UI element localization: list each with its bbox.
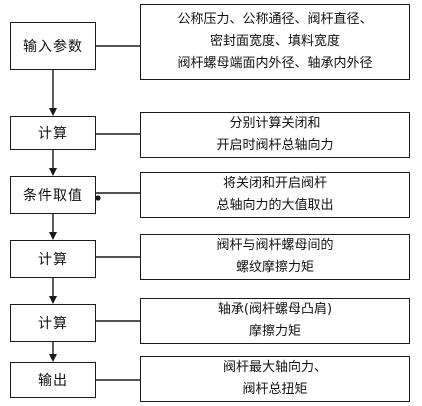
step-box-calc-axial-force: 计算 [10,116,96,150]
description-box-output: 阀杆最大轴向力、 阀杆总扭矩 [140,356,410,402]
description-line: 公称压力、公称通径、阀杆直径、 [177,12,373,27]
description-box-calc-thread-torque: 阀杆与阀杆螺母间的 螺纹摩擦力矩 [140,234,410,280]
description-line: 螺纹摩擦力矩 [235,260,314,275]
step-box-output: 输出 [10,362,96,398]
description-line: 开启时阀杆总轴向力 [216,138,334,153]
description-line: 阀杆最大轴向力、 [222,360,327,375]
step-box-calc-bearing-torque: 计算 [10,304,96,342]
description-box-calc-axial-force: 分别计算关闭和 开启时阀杆总轴向力 [140,112,410,158]
description-line: 分别计算关闭和 [229,116,321,131]
description-line: 阀杆与阀杆螺母间的 [216,238,334,253]
step-box-input-params: 输入参数 [10,22,96,70]
description-line: 阀杆总扭矩 [242,382,308,397]
connector-dot [95,195,101,201]
step-box-calc-thread-torque: 计算 [10,240,96,278]
description-box-input-params: 公称压力、公称通径、阀杆直径、 密封面宽度、填料宽度 阀杆螺母端面内外径、轴承内… [140,4,410,80]
description-box-calc-bearing-torque: 轴承(阀杆螺母凸肩) 摩擦力矩 [140,298,410,344]
step-label: 输入参数 [23,39,83,55]
step-label: 计算 [38,316,68,332]
step-label: 计算 [38,126,68,142]
step-label: 计算 [38,252,68,268]
description-line: 阀杆螺母端面内外径、轴承内外径 [177,56,373,71]
description-line: 总轴向力的大值取出 [216,198,334,213]
description-line: 摩擦力矩 [248,324,301,339]
description-line: 将关闭和开启阀杆 [222,176,327,191]
description-line: 轴承(阀杆螺母凸肩) [217,302,333,317]
step-label: 条件取值 [23,188,83,204]
description-line: 密封面宽度、填料宽度 [209,34,340,49]
step-label: 输出 [38,373,68,389]
step-box-condition-select: 条件取值 [10,176,96,214]
description-box-condition-select: 将关闭和开启阀杆 总轴向力的大值取出 [140,172,410,218]
